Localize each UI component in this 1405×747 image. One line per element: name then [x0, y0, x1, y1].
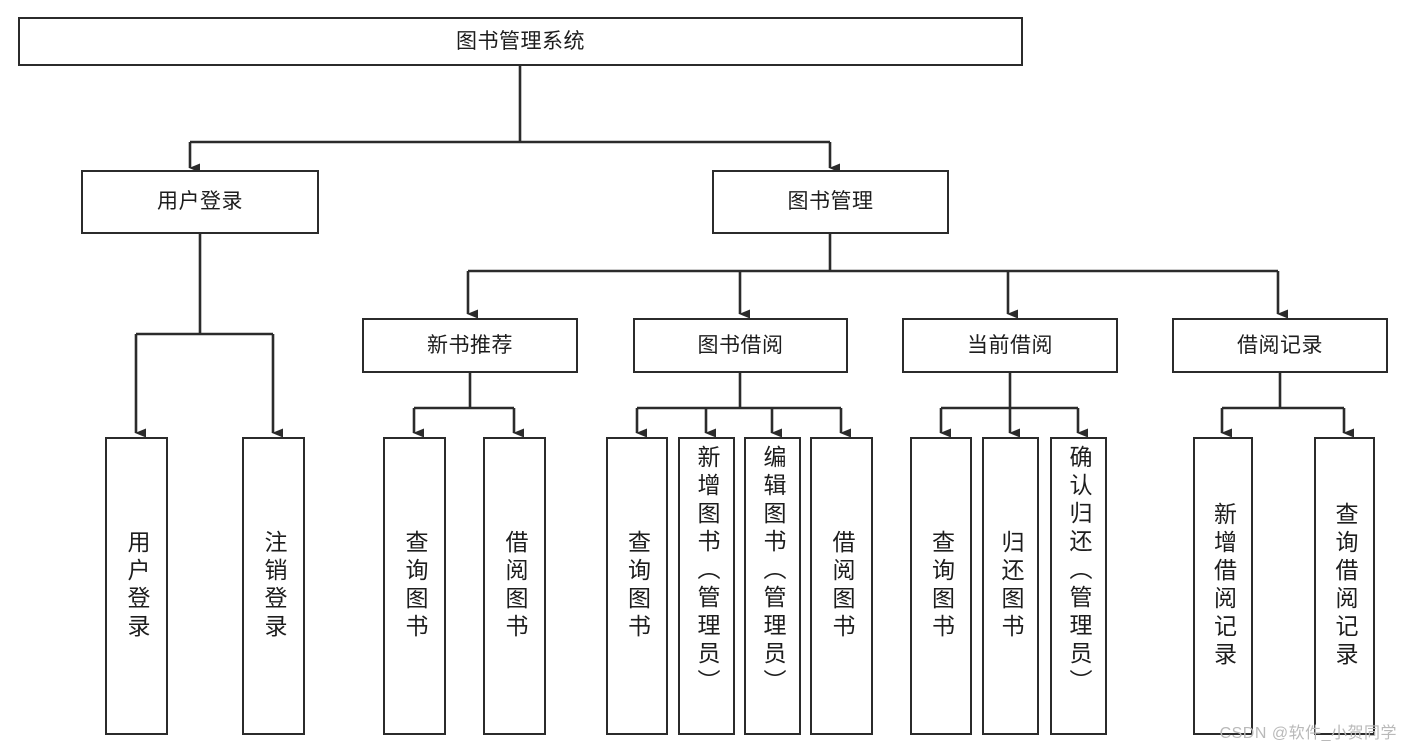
node-label: 新书推荐: [427, 333, 513, 357]
node-leaf-edit-book[interactable]: 编辑图书（管理员）: [744, 437, 801, 735]
node-label: 新增图书（管理员）: [694, 445, 720, 697]
node-leaf-query-book-2[interactable]: 查询图书: [606, 437, 668, 735]
node-leaf-logout-login[interactable]: 注销登录: [242, 437, 305, 735]
node-label: 借阅图书: [502, 530, 528, 642]
node-label: 当前借阅: [967, 333, 1053, 357]
node-borrow-record[interactable]: 借阅记录: [1172, 318, 1388, 373]
node-label: 编辑图书（管理员）: [760, 445, 786, 697]
node-label: 查询图书: [928, 530, 955, 642]
node-new-book-recommend[interactable]: 新书推荐: [362, 318, 578, 373]
node-label: 借阅图书: [829, 530, 855, 642]
node-leaf-query-record[interactable]: 查询借阅记录: [1314, 437, 1375, 735]
node-leaf-borrow-book-1[interactable]: 借阅图书: [483, 437, 546, 735]
node-leaf-add-book[interactable]: 新增图书（管理员）: [678, 437, 735, 735]
node-current-borrow[interactable]: 当前借阅: [902, 318, 1118, 373]
node-label: 借阅记录: [1237, 333, 1323, 357]
node-label: 图书管理: [787, 190, 874, 214]
node-user-login[interactable]: 用户登录: [81, 170, 319, 234]
node-label: 用户登录: [157, 190, 243, 214]
node-leaf-query-book-1[interactable]: 查询图书: [383, 437, 446, 735]
node-label: 新增借阅记录: [1210, 502, 1237, 670]
node-leaf-confirm-return[interactable]: 确认归还（管理员）: [1050, 437, 1107, 735]
node-label: 查询图书: [402, 530, 428, 642]
node-leaf-add-record[interactable]: 新增借阅记录: [1193, 437, 1253, 735]
node-label: 查询图书: [624, 530, 651, 642]
node-leaf-borrow-book-2[interactable]: 借阅图书: [810, 437, 873, 735]
node-label: 图书借阅: [697, 333, 784, 357]
node-label: 归还图书: [998, 530, 1024, 642]
node-label: 查询借阅记录: [1332, 502, 1358, 670]
node-leaf-user-login[interactable]: 用户登录: [105, 437, 168, 735]
node-label: 确认归还（管理员）: [1066, 445, 1092, 697]
node-leaf-query-book-3[interactable]: 查询图书: [910, 437, 972, 735]
node-label: 用户登录: [124, 530, 150, 642]
node-root-system[interactable]: 图书管理系统: [18, 17, 1023, 66]
node-label: 注销登录: [261, 530, 287, 642]
node-leaf-return-book[interactable]: 归还图书: [982, 437, 1039, 735]
node-book-borrow[interactable]: 图书借阅: [633, 318, 848, 373]
watermark-credit: CSDN @软件_小贺同学: [1219, 725, 1397, 742]
node-book-management[interactable]: 图书管理: [712, 170, 949, 234]
node-label: 图书管理系统: [456, 29, 585, 53]
